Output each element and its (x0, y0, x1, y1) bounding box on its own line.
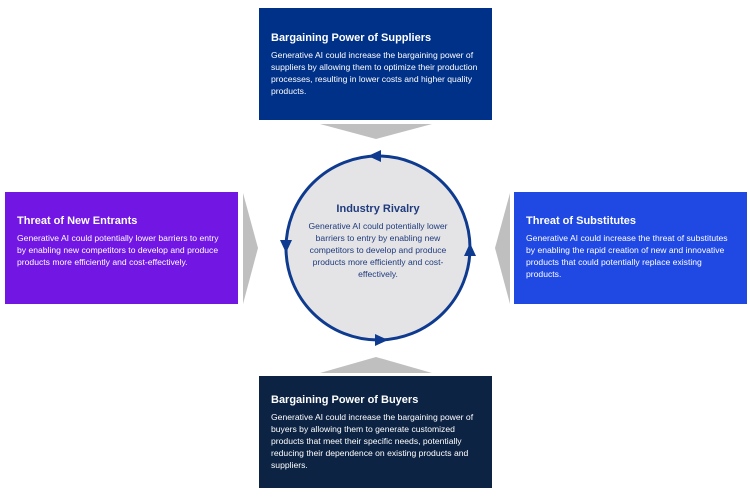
suppliers-title: Bargaining Power of Suppliers (271, 32, 432, 44)
arrow-down-icon (280, 240, 292, 253)
industry-rivalry: Industry Rivalry Generative AI could pot… (296, 203, 460, 280)
industry-rivalry-cycle (280, 150, 476, 346)
substitutes-description: Generative AI could increase the threat … (526, 233, 728, 279)
buyers-description: Generative AI could increase the bargain… (271, 412, 474, 470)
chevron-left-icon (495, 193, 510, 304)
buyers-box: Bargaining Power of Buyers Generative AI… (259, 376, 492, 488)
arrow-up-icon (464, 243, 476, 256)
chevron-up-icon (320, 357, 432, 373)
new-entrants-box: Threat of New Entrants Generative AI cou… (5, 192, 238, 304)
chevron-right-icon (243, 193, 258, 304)
arrow-right-icon (375, 334, 388, 346)
suppliers-box: Bargaining Power of Suppliers Generative… (259, 8, 492, 120)
rivalry-description: Generative AI could potentially lower ba… (308, 221, 448, 279)
suppliers-description: Generative AI could increase the bargain… (271, 50, 478, 96)
chevron-down-icon (320, 124, 432, 139)
substitutes-box: Threat of Substitutes Generative AI coul… (514, 192, 747, 304)
substitutes-title: Threat of Substitutes (526, 215, 637, 227)
buyers-title: Bargaining Power of Buyers (271, 394, 419, 406)
arrow-left-icon (368, 150, 381, 162)
new-entrants-description: Generative AI could potentially lower ba… (17, 233, 219, 267)
rivalry-title: Industry Rivalry (336, 203, 420, 215)
new-entrants-title: Threat of New Entrants (17, 215, 138, 227)
